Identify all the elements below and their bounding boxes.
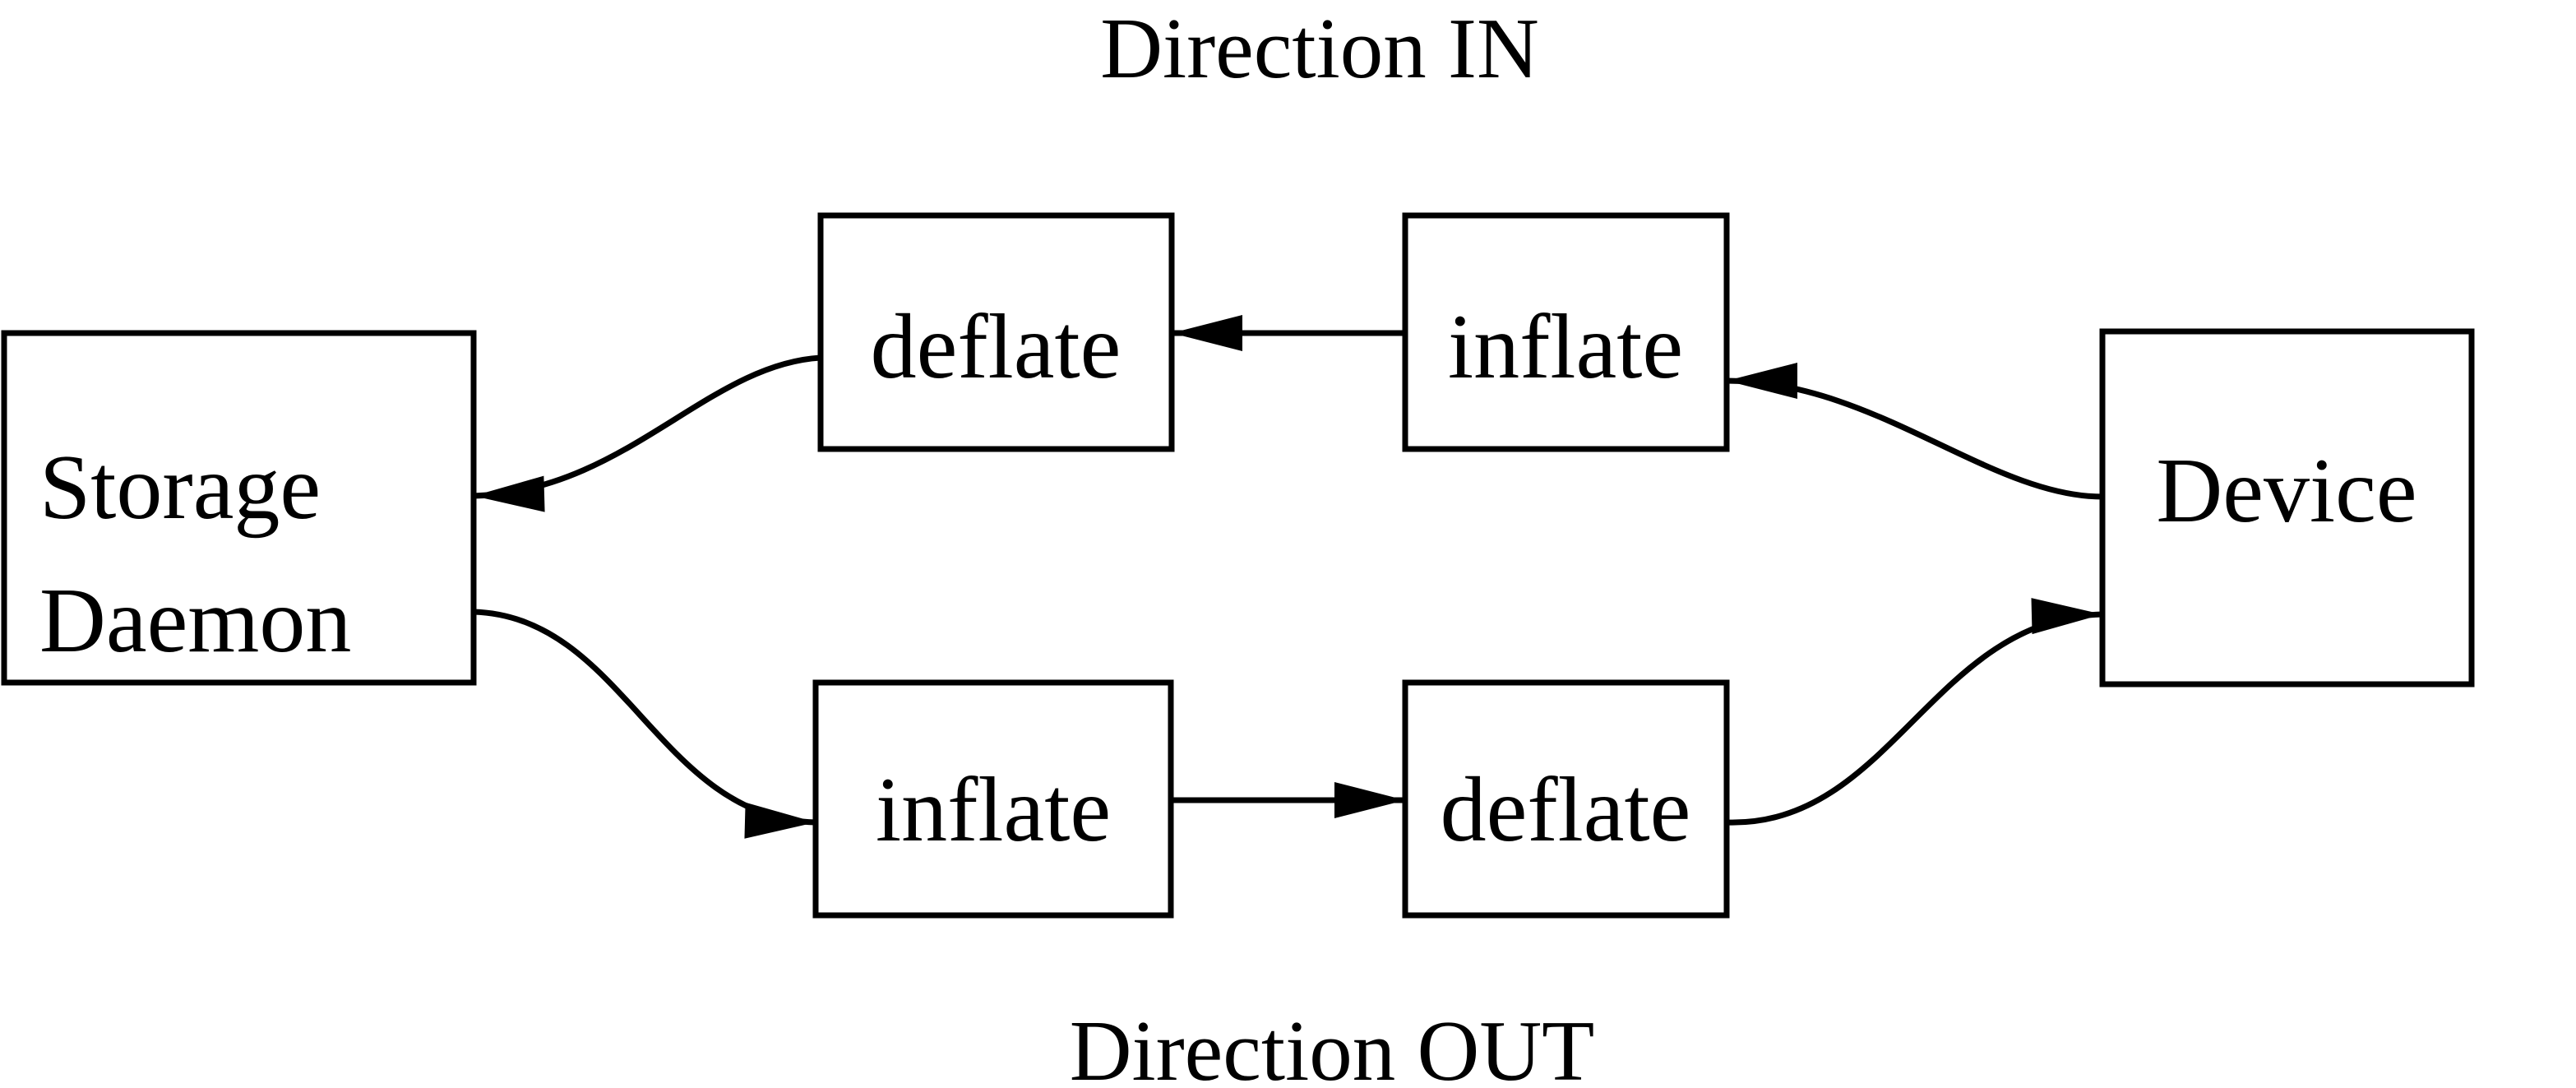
inflate-in-label: inflate [1448,296,1683,398]
title-direction-out: Direction OUT [1070,1002,1595,1088]
deflate-out-label: deflate [1441,759,1691,861]
node-deflate-in: deflate [817,212,1175,452]
edge-storage-to-inflate-out [473,609,816,839]
storage-daemon-box [1,330,477,686]
edge-deflate-in-to-storage [473,354,821,512]
device-label: Device [2156,440,2416,542]
node-inflate-in: inflate [1402,212,1730,452]
edge-deflate-out-to-device [1726,598,2103,826]
storage-daemon-label-line2: Daemon [39,570,351,672]
device-box [2099,328,2475,688]
deflate-in-box [817,212,1175,452]
inflate-in-box [1402,212,1730,452]
node-deflate-out: deflate [1402,679,1730,919]
storage-daemon-label-line1: Storage [39,437,321,539]
deflate-in-label: deflate [871,296,1122,398]
node-storage-daemon: Storage Daemon [1,330,477,686]
title-direction-in: Direction IN [1100,0,1539,96]
node-device: Device [2099,328,2475,688]
edge-device-to-inflate-in [1726,363,2103,500]
deflate-out-box [1402,679,1730,919]
inflate-out-box [812,679,1174,919]
node-inflate-out: inflate [812,679,1174,919]
inflate-out-label: inflate [876,759,1111,861]
